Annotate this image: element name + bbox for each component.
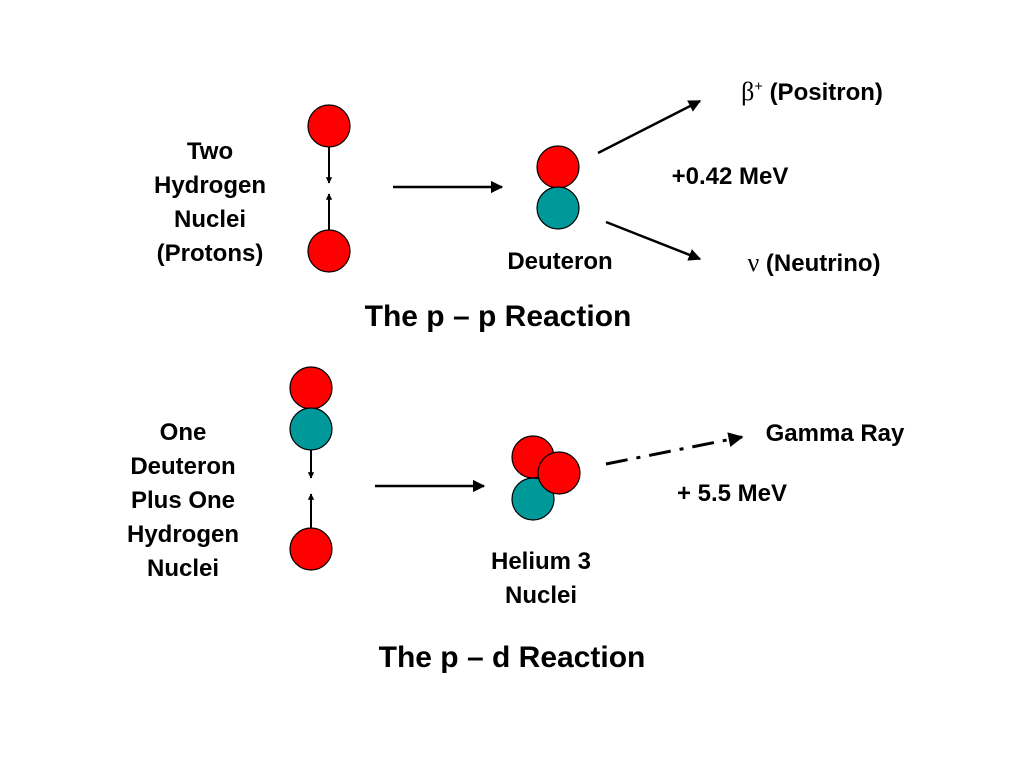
pd-reactants-line-4: Hydrogen <box>126 521 239 548</box>
he3-line-1: Helium 3 <box>490 548 592 575</box>
pp-reactants-line-3: Nuclei <box>173 206 247 233</box>
he3-label: Helium 3 Nuclei <box>471 545 611 613</box>
positron-arrow <box>597 99 702 155</box>
gamma-ray-arrow <box>605 432 744 466</box>
positron-text: (Positron) <box>769 79 883 106</box>
pd-title: The p – d Reaction <box>378 641 646 674</box>
pp-reactants-line-2: Hydrogen <box>153 172 266 199</box>
proton-bottom <box>307 229 351 273</box>
pd-proton <box>289 527 333 571</box>
nu-symbol: ν <box>747 248 760 277</box>
he3-line-2: Nuclei <box>504 582 578 609</box>
pp-reactants-line-1: Two <box>186 138 234 165</box>
pd-reactants-label: One Deuteron Plus One Hydrogen Nuclei <box>108 416 258 586</box>
proton-top <box>307 104 351 148</box>
pd-reactants-line-2: Deuteron <box>130 453 236 480</box>
pp-reactants-label: Two Hydrogen Nuclei (Protons) <box>140 135 280 271</box>
deuteron-proton <box>536 145 580 189</box>
pd-reactants-line-5: Nuclei <box>146 555 220 582</box>
pp-title: The p – p Reaction <box>364 300 632 333</box>
pd-deuteron-proton <box>289 366 333 410</box>
pp-energy-label: +0.42 MeV <box>671 163 789 190</box>
he3-proton-right <box>537 451 581 495</box>
beta-symbol: β <box>741 77 755 106</box>
pp-reactants-line-4: (Protons) <box>156 240 264 267</box>
deuteron-neutron <box>536 186 580 230</box>
pd-reactants-line-1: One <box>159 419 207 446</box>
he3-neutron <box>511 477 555 521</box>
neutrino-arrow <box>605 220 702 261</box>
gamma-ray-label: Gamma Ray <box>765 420 905 447</box>
positron-charge: + <box>754 79 763 95</box>
pd-deuteron-neutron <box>289 407 333 451</box>
neutrino-text: (Neutrino) <box>765 250 881 277</box>
positron-label: β+ (Positron) <box>712 75 912 110</box>
deuteron-label: Deuteron <box>507 248 613 275</box>
pd-energy-label: + 5.5 MeV <box>676 480 788 507</box>
pd-reactants-line-3: Plus One <box>130 487 236 514</box>
neutrino-label: ν (Neutrino) <box>714 246 914 281</box>
